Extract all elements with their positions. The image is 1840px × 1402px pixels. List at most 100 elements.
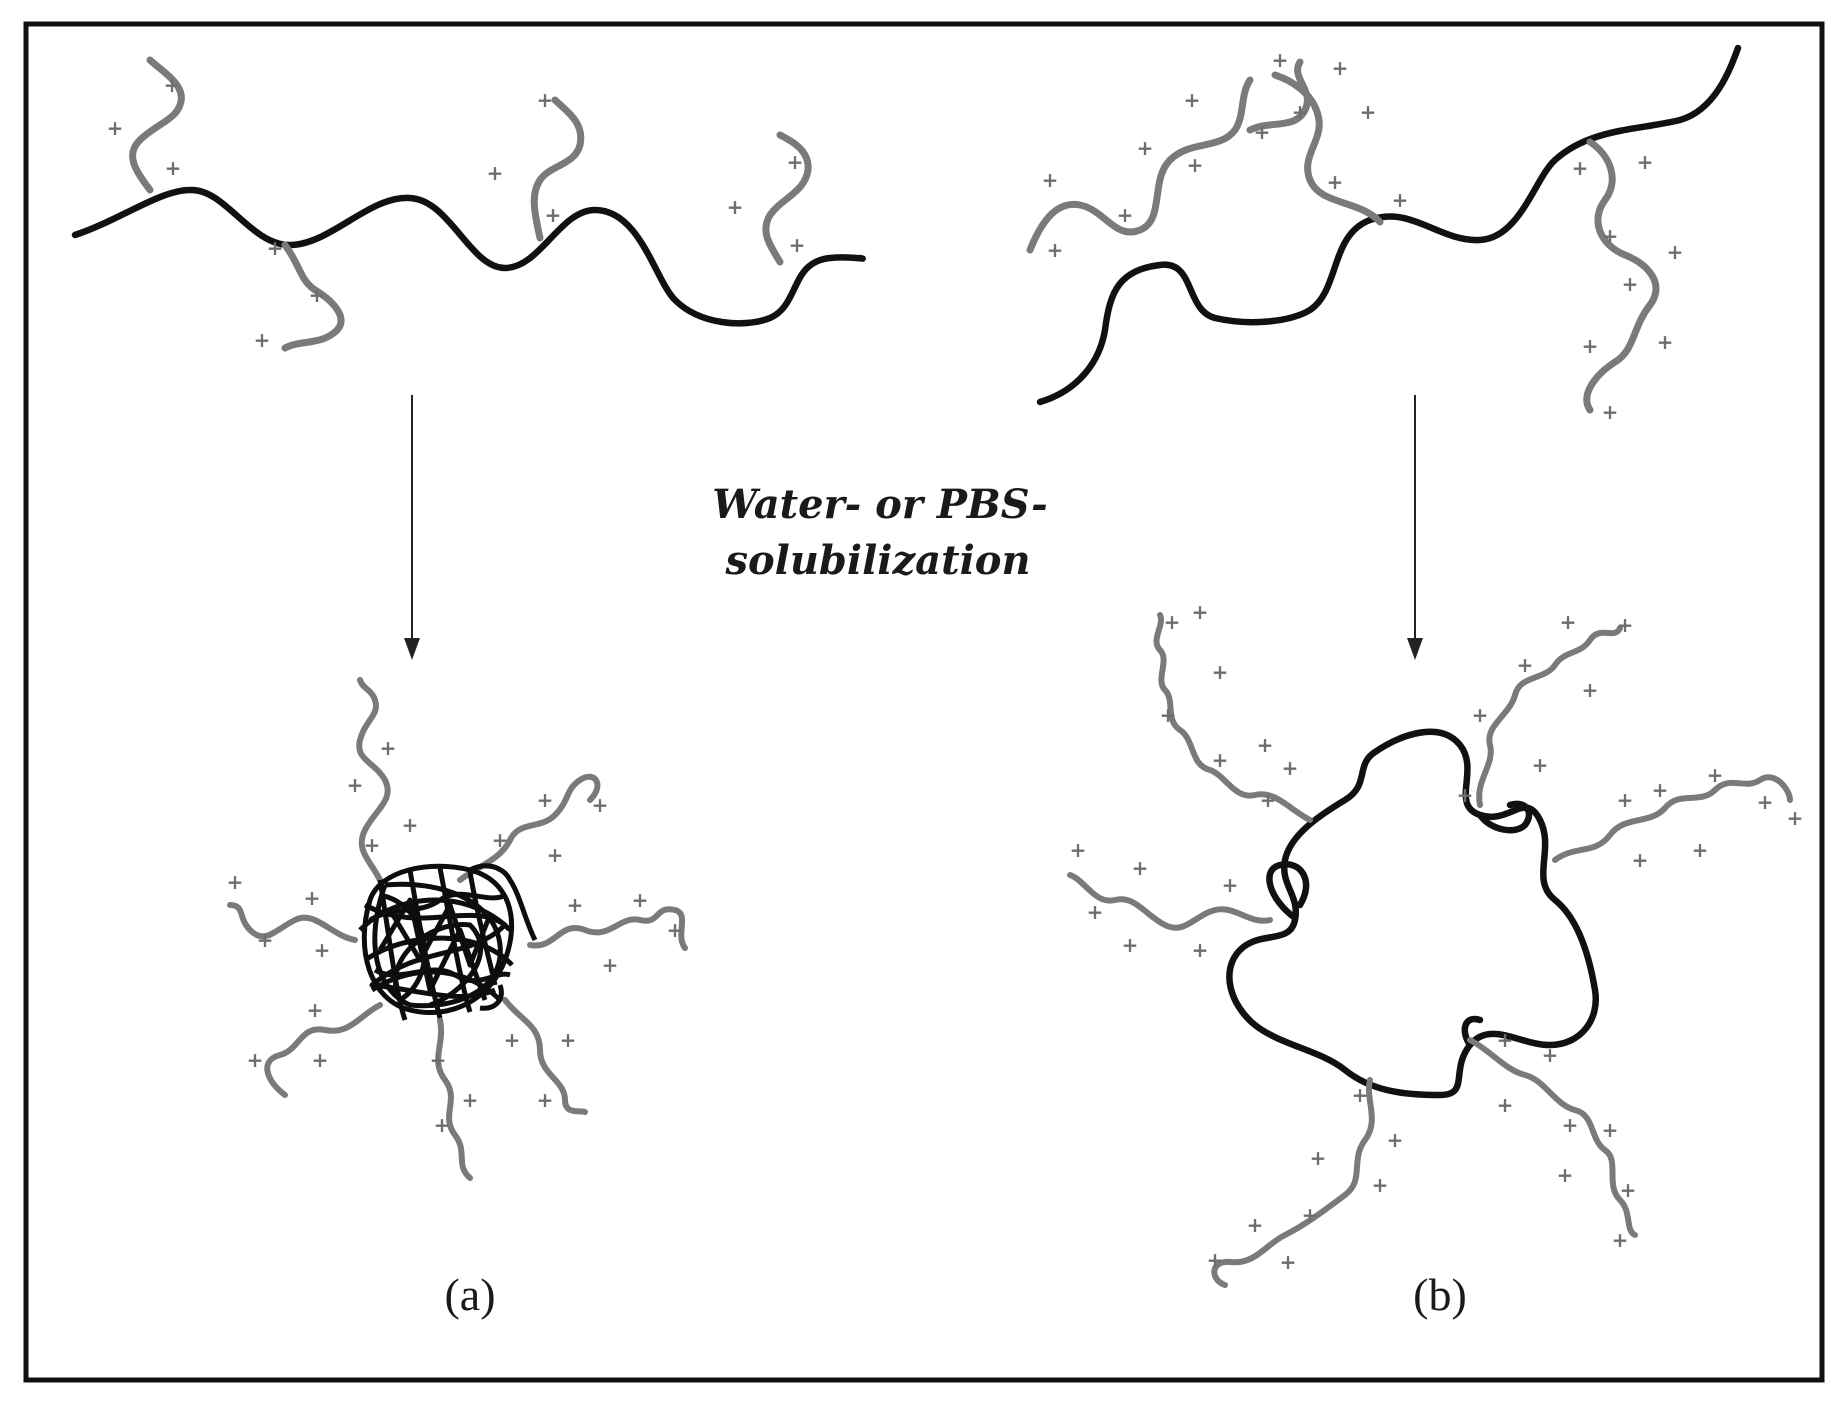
charge-mark: + — [227, 870, 244, 894]
panel-label-a: (a) — [444, 1269, 495, 1320]
side-chain — [1211, 1077, 1375, 1288]
charge-mark: + — [1160, 703, 1177, 727]
side-chain — [502, 997, 588, 1115]
charge-mark: + — [1292, 100, 1309, 124]
side-chain — [457, 773, 601, 883]
charge-mark: + — [1087, 900, 1104, 924]
charge-mark: + — [1047, 238, 1064, 262]
side-chain — [264, 1002, 383, 1098]
charge-mark: + — [787, 150, 804, 174]
charge-mark: + — [267, 236, 284, 260]
extended-polymer-a: + + + + + + + + + + + + — [71, 56, 866, 352]
charge-mark: + — [1557, 1163, 1574, 1187]
charge-mark: + — [1122, 933, 1139, 957]
charge-mark: + — [347, 773, 364, 797]
charge-mark: + — [567, 893, 584, 917]
charge-mark: + — [1602, 400, 1619, 424]
charge-mark: + — [434, 1113, 451, 1137]
charge-mark: + — [304, 886, 321, 910]
open-loop-b: + + + + + + + + + + + + + + + + + + + + … — [1067, 600, 1803, 1288]
charge-mark: + — [1652, 778, 1669, 802]
charge-mark: + — [504, 1028, 521, 1052]
charge-mark: + — [1327, 170, 1344, 194]
charge-mark: + — [1392, 188, 1409, 212]
charge-mark: + — [462, 1088, 479, 1112]
charge-mark: + — [1137, 136, 1154, 160]
charge-mark: + — [592, 793, 609, 817]
charge-mark: + — [1517, 653, 1534, 677]
charge-mark: + — [1360, 100, 1377, 124]
backbone-loop — [1226, 728, 1600, 1099]
charge-mark: + — [1542, 1043, 1559, 1067]
charge-mark: + — [1260, 788, 1277, 812]
charge-mark: + — [247, 1048, 264, 1072]
charge-mark: + — [1192, 600, 1209, 624]
charge-mark: + — [1207, 1248, 1224, 1272]
charge-mark: + — [1757, 790, 1774, 814]
side-chain-a1 — [129, 56, 185, 194]
panel-label-b: (b) — [1413, 1269, 1467, 1320]
charge-mark: + — [1657, 330, 1674, 354]
charge-mark: + — [1457, 783, 1474, 807]
side-chain — [1153, 612, 1313, 823]
extended-polymer-b: + + + + + + + + + + + + + + + + + + + + … — [1026, 44, 1742, 424]
charge-mark: + — [667, 918, 684, 942]
collapsed-core — [358, 863, 538, 1021]
charge-mark: + — [1254, 120, 1271, 144]
charge-mark: + — [1302, 1203, 1319, 1227]
charge-mark: + — [309, 283, 326, 307]
charge-mark: + — [1532, 753, 1549, 777]
charge-mark: + — [1582, 334, 1599, 358]
charge-mark: + — [1562, 1113, 1579, 1137]
charge-mark: + — [1620, 1178, 1637, 1202]
side-chain — [1467, 1037, 1638, 1238]
backbone-loop-knot2 — [1476, 800, 1533, 834]
charge-mark: + — [1352, 1083, 1369, 1107]
charge-mark: + — [254, 328, 271, 352]
charge-mark: + — [1692, 838, 1709, 862]
charge-mark: + — [1247, 1213, 1264, 1237]
side-chain-a2 — [281, 241, 345, 352]
side-chain-b4 — [1583, 138, 1660, 414]
charge-mark: + — [1617, 788, 1634, 812]
charge-mark: + — [1560, 610, 1577, 634]
charge-mark: + — [1117, 203, 1134, 227]
charge-mark: + — [1472, 703, 1489, 727]
charge-mark: + — [1372, 1173, 1389, 1197]
charge-mark: + — [1332, 56, 1349, 80]
backbone-top-right — [1036, 44, 1742, 406]
charge-mark: + — [1257, 733, 1274, 757]
charge-mark: + — [1602, 1118, 1619, 1142]
charge-mark: + — [312, 1048, 329, 1072]
side-chain — [435, 1017, 473, 1181]
charge-mark: + — [165, 156, 182, 180]
charge-mark: + — [107, 116, 124, 140]
charge-mark: + — [537, 788, 554, 812]
collapsed-micelle-a: + + + + + + + + + + + + + + + + + + + + … — [227, 677, 688, 1181]
charge-mark: + — [789, 233, 806, 257]
charge-mark: + — [1602, 224, 1619, 248]
charge-mark: + — [547, 843, 564, 867]
side-chain-b1 — [1026, 76, 1254, 254]
side-chain-b2 — [1271, 71, 1384, 226]
charge-mark: + — [364, 833, 381, 857]
charge-mark: + — [1497, 1028, 1514, 1052]
charge-mark: + — [1622, 272, 1639, 296]
charge-mark: + — [537, 1088, 554, 1112]
charge-mark: + — [545, 203, 562, 227]
charge-mark: + — [602, 953, 619, 977]
charge-mark: + — [1632, 848, 1649, 872]
charge-mark: + — [257, 928, 274, 952]
charge-mark: + — [1667, 240, 1684, 264]
charge-mark: + — [1707, 763, 1724, 787]
charge-mark: + — [632, 888, 649, 912]
charge-mark: + — [1572, 156, 1589, 180]
charge-mark: + — [1042, 168, 1059, 192]
charge-mark: + — [1617, 613, 1634, 637]
treatment-label-line1: Water- or PBS- — [712, 481, 1047, 528]
charge-mark: + — [492, 828, 509, 852]
charge-mark: + — [1387, 1128, 1404, 1152]
charge-mark: + — [1212, 748, 1229, 772]
charge-mark: + — [1272, 48, 1289, 72]
